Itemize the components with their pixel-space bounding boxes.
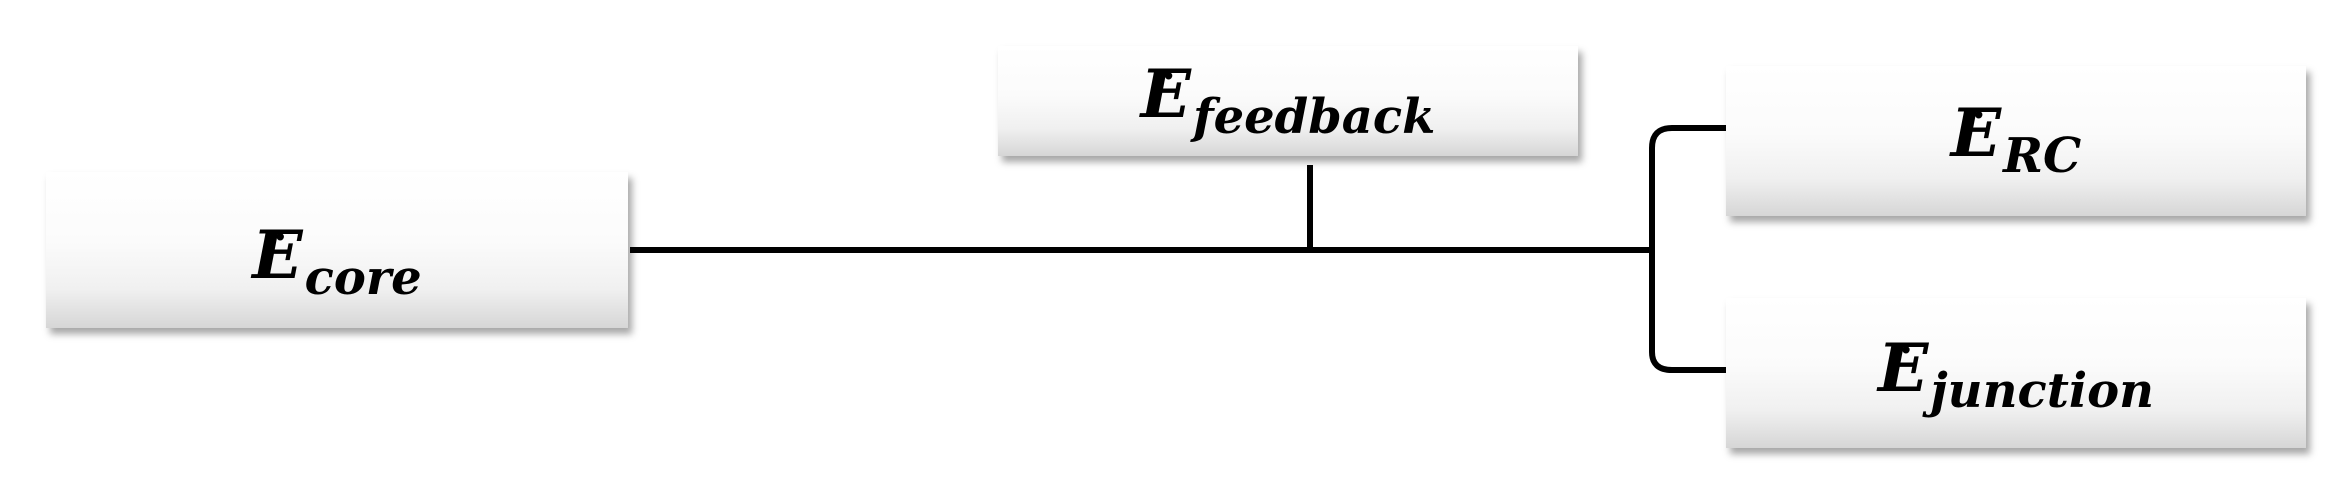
e-core-dot: · — [273, 214, 288, 261]
e-core-subscript: core — [304, 250, 422, 306]
e-core-symbol: ·E — [252, 214, 303, 294]
node-e-core: ·E core — [46, 172, 628, 328]
node-e-rc: ·E RC — [1726, 66, 2306, 216]
e-junction-dot: · — [1898, 327, 1913, 374]
e-feedback-subscript: feedback — [1192, 89, 1436, 145]
e-feedback-label: ·E feedback — [1140, 53, 1436, 142]
e-rc-subscript: RC — [2003, 128, 2082, 184]
e-rc-dot: · — [1971, 92, 1986, 139]
e-rc-label: ·E RC — [1950, 92, 2081, 181]
e-core-label: ·E core — [252, 214, 421, 303]
node-e-junction: ·E junction — [1726, 298, 2306, 448]
split-bracket-line — [1649, 125, 1726, 373]
e-rc-symbol: ·E — [1950, 92, 2002, 172]
e-feedback-dot: · — [1161, 53, 1176, 100]
e-junction-label: ·E junction — [1877, 327, 2154, 416]
e-feedback-symbol: ·E — [1140, 53, 1191, 133]
e-junction-subscript: junction — [1930, 363, 2155, 419]
e-junction-symbol: ·E — [1877, 327, 1929, 407]
node-e-feedback: ·E feedback — [998, 46, 1578, 156]
